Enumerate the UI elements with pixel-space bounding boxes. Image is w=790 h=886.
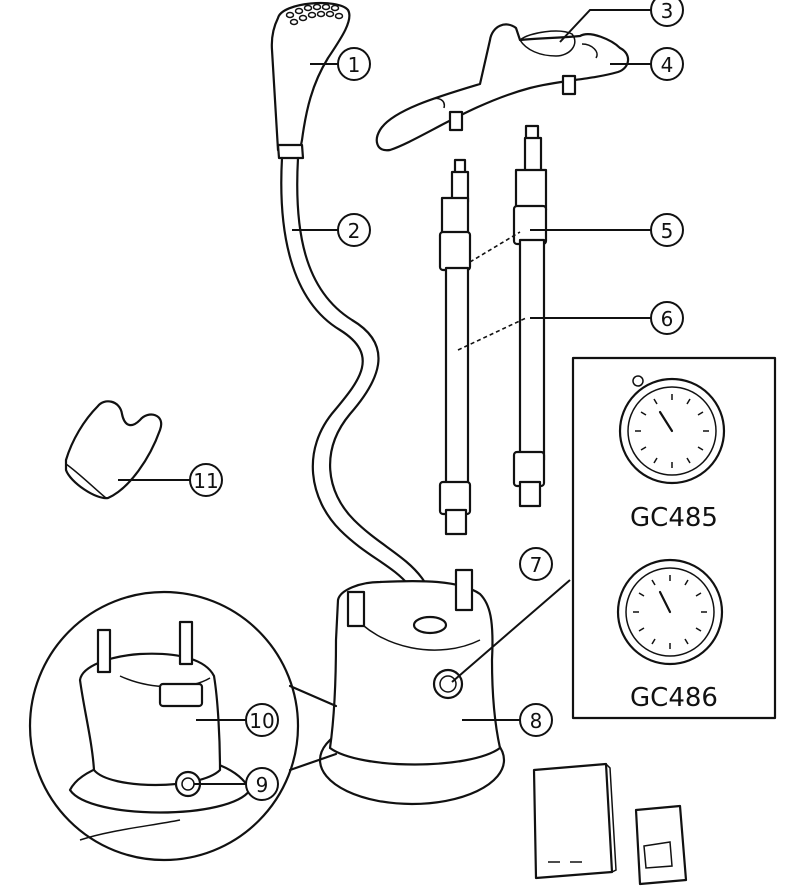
callout-7: 7: [519, 547, 553, 581]
svg-text:5: 5: [661, 219, 674, 243]
callout-1: 1: [337, 47, 371, 81]
steamer-base-icon: [318, 568, 506, 806]
callout-4: 4: [650, 47, 684, 81]
svg-text:4: 4: [661, 53, 674, 77]
callout-5: 5: [650, 213, 684, 247]
svg-text:2: 2: [348, 219, 361, 243]
svg-text:1: 1: [348, 53, 361, 77]
svg-text:8: 8: [530, 709, 543, 733]
callout-6: 6: [650, 301, 684, 335]
svg-text:10: 10: [249, 709, 274, 733]
callout-8: 8: [519, 703, 553, 737]
dial-gc486-icon: [616, 558, 724, 666]
callout-10: 10: [245, 703, 279, 737]
model-dial-panel: GC485 GC486: [571, 356, 777, 720]
callout-3: 3: [650, 0, 684, 27]
svg-text:11: 11: [193, 469, 218, 493]
callout-9: 9: [245, 767, 279, 801]
protective-glove-icon: [64, 400, 163, 500]
svg-text:6: 6: [661, 307, 674, 331]
svg-text:7: 7: [530, 553, 543, 577]
model-label-top: GC485: [630, 503, 718, 533]
svg-text:9: 9: [256, 773, 269, 797]
zoom-detail-icon: [28, 590, 338, 862]
garment-hanger-icon: [375, 23, 630, 152]
manual-booklet-icon: [532, 762, 688, 886]
dial-gc485-icon: [618, 375, 726, 485]
steam-nozzle-head-icon: [270, 1, 351, 160]
callout-11: 11: [189, 463, 223, 497]
telescopic-pole-left-icon: [438, 158, 472, 536]
telescopic-pole-right-icon: [512, 124, 548, 508]
leader-lines: [118, 9, 652, 785]
svg-text:3: 3: [661, 0, 674, 23]
callout-2: 2: [337, 213, 371, 247]
model-label-bottom: GC486: [630, 683, 718, 713]
